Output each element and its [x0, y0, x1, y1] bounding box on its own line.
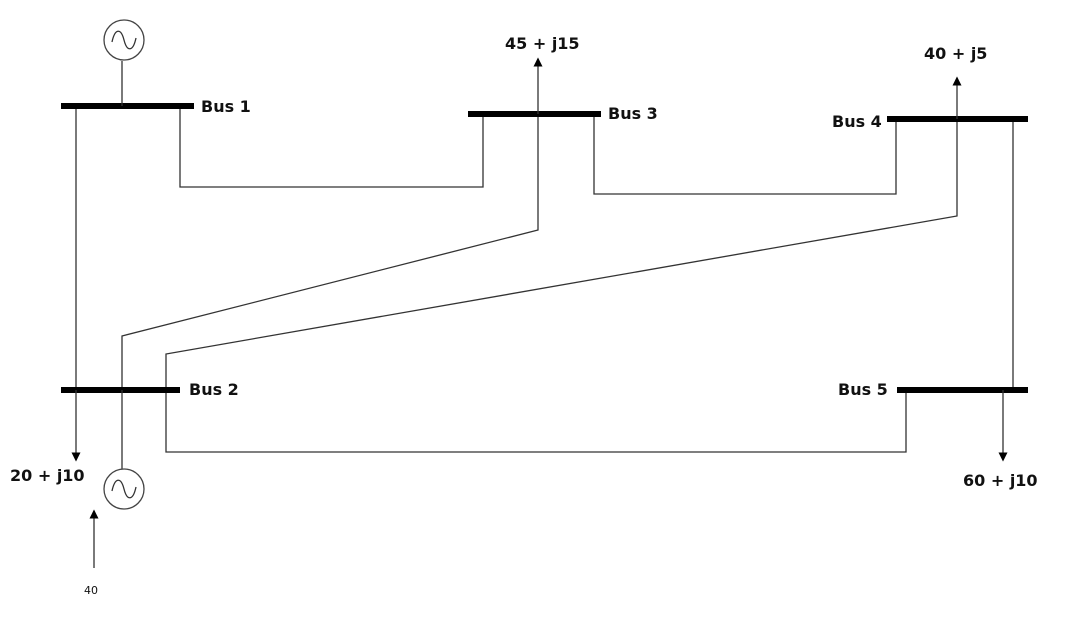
load-label-bus-2: 20 + j10 — [10, 466, 85, 485]
bus-1-label: Bus 1 — [201, 97, 251, 116]
sine-wave-icon — [111, 479, 137, 499]
line-bus3-bus2 — [121, 114, 539, 390]
generator-bus-1 — [103, 19, 145, 106]
bus-3-label: Bus 3 — [608, 104, 658, 123]
bus-4-label: Bus 4 — [832, 112, 882, 131]
sine-wave-icon — [111, 30, 137, 50]
load-label-bus-4: 40 + j5 — [924, 44, 987, 63]
generator-bus-2 — [103, 390, 145, 510]
line-bus2-bus5 — [165, 390, 907, 453]
line-bus1-bus3 — [179, 106, 484, 188]
line-bus3-bus4 — [593, 114, 897, 195]
bus-5-label: Bus 5 — [838, 380, 888, 399]
generation-input-label-bus-2: 40 — [84, 584, 98, 597]
load-arrows — [71, 57, 1008, 568]
load-label-bus-5: 60 + j10 — [963, 471, 1038, 490]
load-labels: 45 + j15 40 + j5 20 + j10 60 + j10 40 — [10, 34, 1038, 597]
bus-labels: Bus 1 Bus 2 Bus 3 Bus 4 Bus 5 — [189, 97, 888, 399]
transmission-lines — [75, 106, 1014, 453]
line-bus4-bus2 — [165, 119, 958, 390]
load-label-bus-3: 45 + j15 — [505, 34, 580, 53]
bus-2-label: Bus 2 — [189, 380, 239, 399]
